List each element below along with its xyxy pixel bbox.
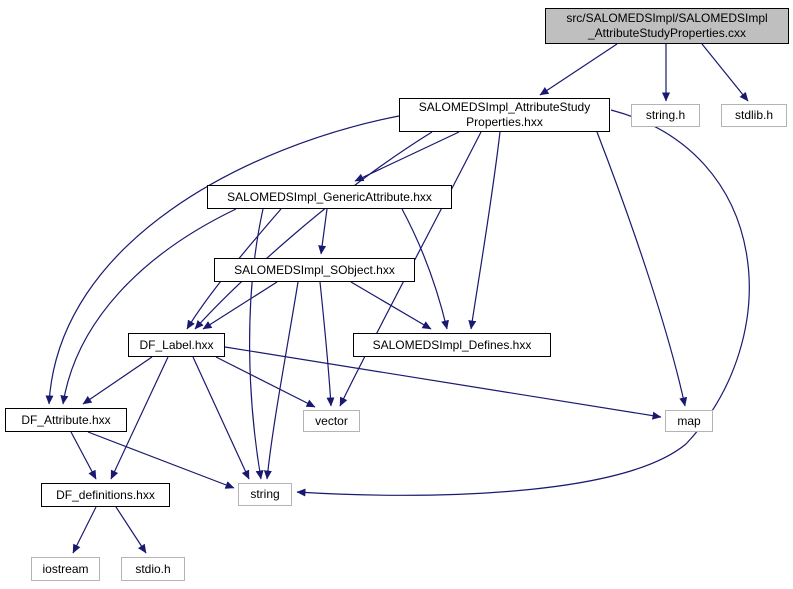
edge-dfdef-to-iostream (72, 506, 97, 554)
edge-dflabel-to-vector (215, 356, 316, 408)
edge-dfattr-to-string (87, 431, 235, 489)
edge-asp-hxx-to-map (596, 131, 688, 407)
graph-node-map: map (665, 410, 713, 432)
edge-sobject-to-string (263, 281, 299, 480)
graph-node-stdlib-h: stdlib.h (721, 104, 787, 127)
graph-node-dfdef[interactable]: DF_definitions.hxx (41, 483, 170, 507)
edge-generic-to-dfattr (60, 208, 237, 405)
graph-node-iostream: iostream (31, 557, 100, 581)
edge-sobject-to-vector (319, 281, 335, 407)
edge-generic-to-sobject (318, 208, 328, 255)
edge-dflabel-to-map (224, 346, 662, 420)
edge-cxx-to-stdlib-h (701, 43, 749, 102)
graph-node-defines[interactable]: SALOMEDSImpl_Defines.hxx (353, 333, 551, 357)
edge-generic-to-defines (401, 208, 449, 330)
edge-cxx-to-asp-hxx (539, 43, 618, 96)
edge-dflabel-to-dfattr (82, 356, 153, 405)
edge-dfdef-to-stdio-h (115, 506, 147, 554)
edge-dflabel-to-string (192, 356, 250, 480)
edge-dflabel-to-dfdef (110, 356, 169, 480)
graph-node-asp-hxx[interactable]: SALOMEDSImpl_AttributeStudy Properties.h… (399, 98, 610, 132)
graph-node-string-h: string.h (631, 104, 700, 127)
edge-generic-to-string (249, 208, 264, 480)
graph-node-generic[interactable]: SALOMEDSImpl_GenericAttribute.hxx (207, 185, 452, 209)
graph-node-vector: vector (303, 410, 360, 432)
graph-node-stdio-h: stdio.h (121, 557, 185, 581)
edge-sobject-to-defines (350, 281, 432, 330)
graph-node-string: string (238, 483, 292, 506)
edge-asp-hxx-to-dflabel (194, 131, 433, 330)
edge-sobject-to-dflabel (202, 281, 278, 330)
edge-asp-hxx-to-string (296, 109, 750, 497)
edge-asp-hxx-to-dfattr (45, 115, 400, 405)
graph-node-cxx: src/SALOMEDSImpl/SALOMEDSImpl _Attribute… (545, 8, 789, 44)
edge-asp-hxx-to-defines (468, 131, 501, 330)
graph-node-dflabel[interactable]: DF_Label.hxx (128, 333, 225, 357)
edge-dfattr-to-dfdef (70, 431, 97, 480)
graph-node-sobject[interactable]: SALOMEDSImpl_SObject.hxx (214, 258, 415, 282)
graph-node-dfattr[interactable]: DF_Attribute.hxx (5, 408, 127, 432)
